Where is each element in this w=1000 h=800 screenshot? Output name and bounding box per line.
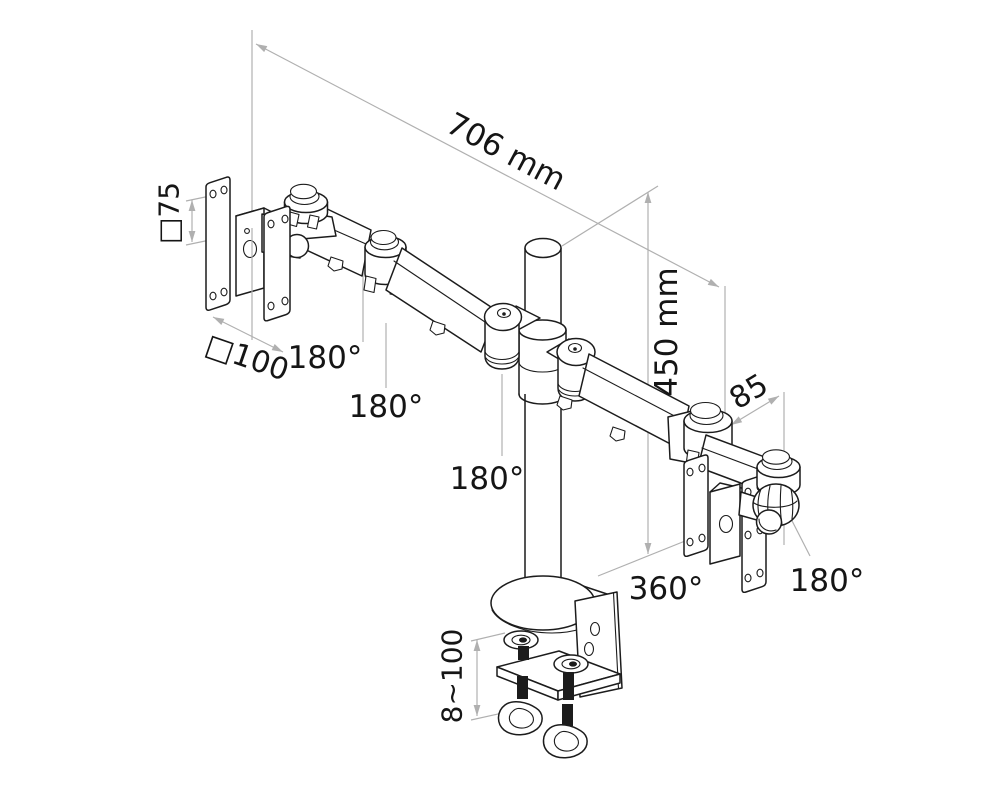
left-vesa-back-plate [205,176,231,311]
pole [524,237,562,599]
clamp-screw-front [497,630,543,736]
cable-clip [556,395,573,411]
label-vesa-75: □75 [153,182,186,244]
desk-clamp [490,575,623,759]
label-arm-reach: 706 mm [440,106,571,199]
upper-arm-segment-2 [385,247,498,353]
label-swivel-end: 180° [790,563,865,599]
extension-line [561,185,659,247]
end-tilt-mechanism [738,483,800,535]
right-vesa-back-plate [683,454,709,558]
left-tilt-joint [283,183,337,259]
pole-collar-upper [483,302,541,370]
cable-clip [429,320,446,336]
clamp-screw-rear [542,654,589,759]
label-end-offset: 85 [724,367,775,417]
left-vesa-front-plate [263,205,291,322]
cable-clip [327,256,344,272]
label-pole-rotation: 360° [629,571,704,607]
label-swivel-joint-1: 180° [288,340,363,376]
dim-line-706 [255,43,720,288]
label-pole-height: 450 mm [649,267,685,396]
dim-line-85 [730,395,780,426]
extension-line [470,632,506,642]
cable-clip [609,426,626,442]
label-swivel-joint-3: 180° [450,461,525,497]
label-clamp-range: 8~100 [436,629,469,724]
label-swivel-joint-2: 180° [349,389,424,425]
label-vesa-100: □100 [201,328,293,389]
extension-line [597,534,701,577]
dimension-labels: 706 mm 450 mm 85 □75 □100 180° 180° 180°… [153,106,865,724]
pole-collar-lower [546,337,596,411]
dim-line-100 [212,316,284,353]
